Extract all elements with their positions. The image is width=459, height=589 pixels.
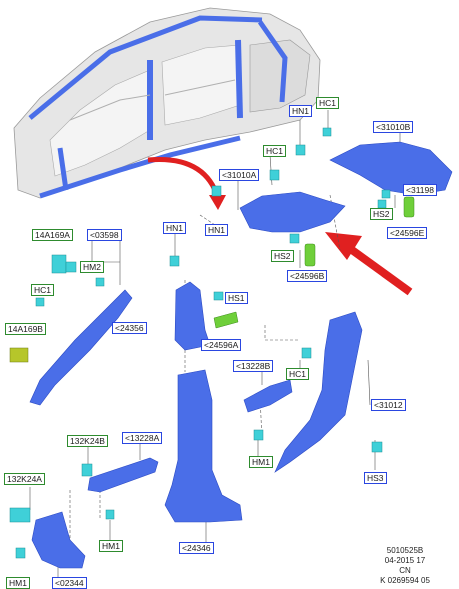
clip-HC1-left	[35, 297, 45, 307]
clip-24596E	[403, 196, 415, 218]
label-HS2-a: HS2	[271, 250, 294, 262]
clip-24596A	[213, 311, 239, 329]
kick-panel-02344	[31, 511, 86, 569]
clip-HM1-kick	[15, 547, 26, 559]
label-24356: <24356	[112, 322, 147, 334]
clip-24596B	[304, 243, 316, 267]
leader-lines	[29, 110, 401, 578]
label-14A169A: 14A169A	[32, 229, 73, 241]
clip-132K24B	[81, 463, 93, 477]
label-HS1: HS1	[225, 292, 248, 304]
pointer-arrow-icon	[325, 232, 413, 296]
label-HS2-b: HS2	[370, 208, 393, 220]
clip-HS2-b	[377, 199, 387, 209]
label-132K24B: 132K24B	[67, 435, 108, 447]
label-HM1-mid: HM1	[249, 456, 273, 468]
clip-31198	[381, 189, 391, 199]
label-31010B: <31010B	[373, 121, 414, 133]
clip-HS2-a	[289, 233, 300, 244]
label-24596B: <24596B	[287, 270, 328, 282]
label-132K24A: 132K24A	[4, 473, 45, 485]
label-31010A: <31010A	[219, 169, 260, 181]
label-31012: <31012	[371, 399, 406, 411]
label-24346: <24346	[179, 542, 214, 554]
label-HM2: HM2	[80, 261, 104, 273]
clip-132K24A	[9, 507, 31, 523]
clip-HS1	[213, 291, 224, 301]
b-pillar-upper-trim	[174, 281, 211, 351]
clip-HC1-e	[301, 347, 312, 359]
label-03598: <03598	[87, 229, 122, 241]
label-HC1-left: HC1	[31, 284, 55, 296]
vehicle-body-shell	[13, 7, 321, 199]
sill-trim-13228A	[87, 457, 159, 493]
clip-HM1-mid	[253, 429, 264, 441]
c-pillar-trim-31010A	[239, 191, 346, 233]
clip-HC1-c	[269, 169, 280, 181]
clip-HM1-sill	[105, 509, 115, 520]
label-13228B: <13228B	[233, 360, 274, 372]
quarter-trim-31010B	[329, 141, 453, 196]
clip-HS3	[371, 441, 383, 453]
stamp-line-2: 04-2015 17	[384, 556, 426, 565]
label-31198: <31198	[403, 184, 437, 196]
sill-trim-13228B	[243, 379, 293, 413]
stamp-line-3: CN	[399, 566, 411, 575]
label-HS3: HS3	[364, 472, 387, 484]
drawing-stamp: 5010525B 04-2015 17 CN K 0269594 05	[370, 546, 440, 586]
label-13228A: <13228A	[122, 432, 163, 444]
curved-arrow-icon	[147, 156, 226, 210]
label-HN1-c: HN1	[205, 224, 229, 236]
clip-HN1-b	[169, 255, 180, 267]
clip-HN1-d	[295, 144, 306, 156]
stamp-line-4: K 0269594 05	[380, 576, 430, 585]
label-24596A: <24596A	[201, 339, 242, 351]
label-02344: <02344	[52, 577, 87, 589]
label-HM1-kick: HM1	[6, 577, 30, 589]
b-pillar-lower-trim	[164, 369, 243, 523]
clip-HM2	[95, 277, 105, 287]
a-pillar-trim	[29, 289, 133, 406]
label-HN1-b: HN1	[163, 222, 187, 234]
clip-HN1-c	[211, 185, 222, 197]
clip-14A169A	[51, 254, 77, 274]
clip-HC1-d	[322, 127, 332, 137]
label-HC1-e: HC1	[286, 368, 310, 380]
clip-14A169B	[9, 347, 29, 363]
label-HN1-d: HN1	[289, 105, 313, 117]
label-24596E: <24596E	[387, 227, 428, 239]
label-HC1-c: HC1	[263, 145, 287, 157]
label-HC1-d: HC1	[316, 97, 340, 109]
quarter-trim-31012	[274, 311, 363, 473]
stamp-line-1: 5010525B	[386, 546, 424, 555]
label-14A169B: 14A169B	[5, 323, 46, 335]
label-HM1-sill: HM1	[99, 540, 123, 552]
